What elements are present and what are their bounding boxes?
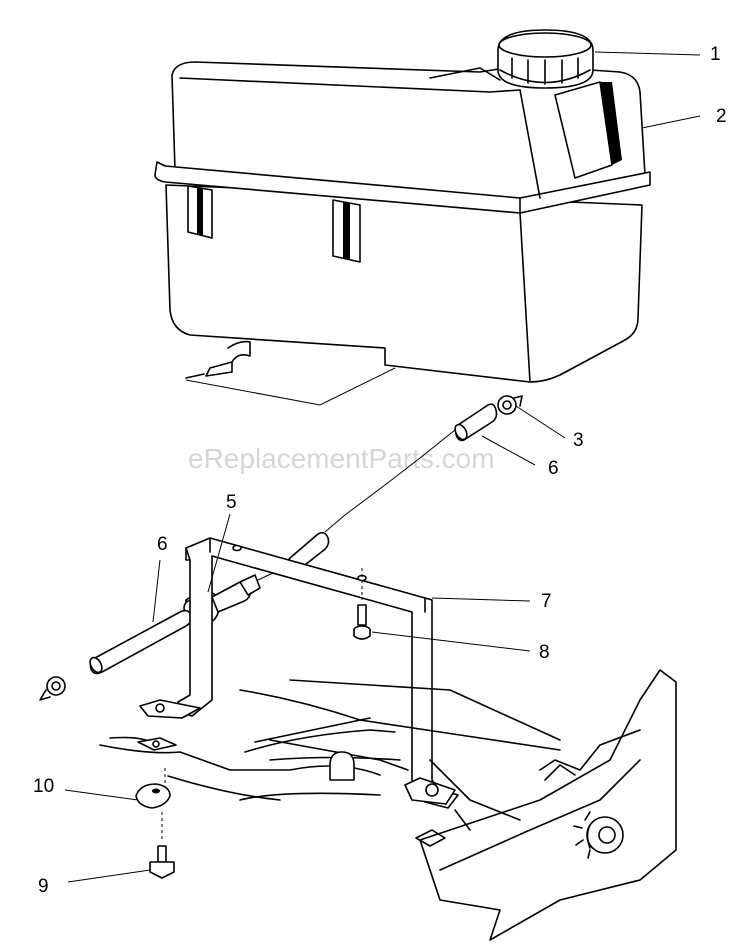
bolt-9 [149,812,175,879]
fuel-cap [497,29,594,89]
callout-8: 8 [539,642,550,663]
mower-deck [99,669,677,941]
spacer-10 [135,768,171,809]
callout-10: 10 [33,776,54,797]
watermark: eReplacementParts.com [188,443,495,474]
callout-5: 5 [226,492,237,513]
hose-clamp-3 [497,395,523,415]
callout-1: 1 [710,44,721,65]
fuel-hose-lower [89,609,193,675]
callout-leaders [64,51,701,883]
callout-2: 2 [716,106,727,127]
callout-7: 7 [541,591,552,612]
fuel-tank [154,61,651,406]
callout-6-lower: 6 [157,534,168,555]
fuel-hose-upper [454,403,498,442]
callout-9: 9 [38,876,49,897]
tank-bracket [139,537,459,809]
screw-8 [353,568,371,640]
callout-6-upper: 6 [548,458,559,479]
callout-3: 3 [573,430,584,451]
hose-clamp-lower [39,676,66,701]
